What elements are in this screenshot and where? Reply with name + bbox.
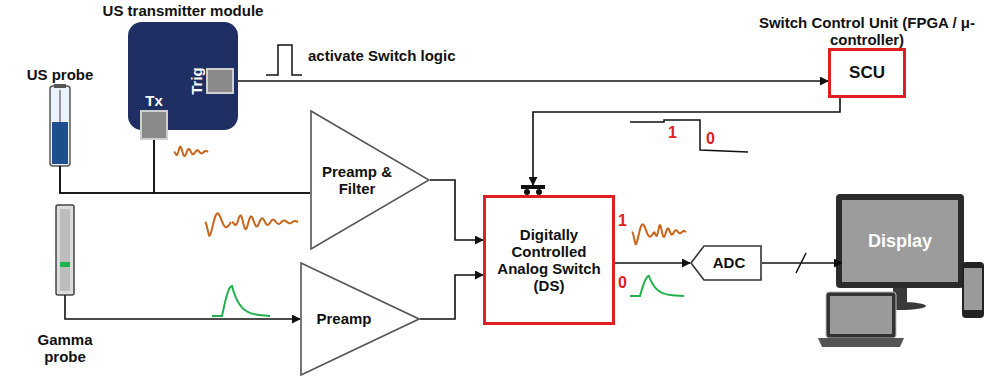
echo-wave-spike (205, 213, 231, 235)
node-label: Preamp (308, 310, 380, 327)
signal-wire (60, 140, 154, 193)
switch-out-us-spike (632, 224, 654, 244)
amplifier-symbol (311, 111, 429, 249)
node-heading: Gamma probe (20, 331, 110, 366)
node-heading: Tx (134, 92, 174, 109)
display-devices (818, 194, 984, 347)
signal-wire (154, 140, 310, 193)
state-number: 0 (618, 274, 627, 292)
display-screen: Display (842, 200, 958, 282)
analog-switch-box: Digitally Controlled Analog Switch (DS) (483, 195, 615, 325)
adc-symbol (691, 246, 761, 280)
signal-wire (615, 262, 690, 264)
amplifier-symbol (301, 263, 419, 375)
adc-block: ADC (690, 245, 762, 281)
tx-pulse-wave (174, 147, 208, 156)
node-label: Preamp & Filter (318, 163, 396, 198)
control-pulse (630, 120, 748, 152)
switch-out-gamma-wave (630, 276, 684, 296)
trigger-pulse (266, 45, 302, 75)
node-heading: US probe (10, 66, 110, 83)
node-label: Digitally Controlled Analog Switch (DS) (486, 222, 612, 299)
preamp-triangle: Preamp (300, 262, 420, 376)
gamma-probe-drawing (56, 205, 74, 295)
tx-port: Tx (140, 110, 168, 140)
signal-wire (234, 80, 828, 82)
gamma-probe: Gamma probe (56, 205, 74, 295)
node-heading: US transmitter module (73, 2, 293, 19)
preamp-filter-triangle: Preamp & Filter (310, 110, 430, 250)
switch-control-unit: Switch Control Unit (FPGA / μ-controller… (828, 48, 906, 98)
signal-wire (65, 295, 300, 319)
signal-wire (420, 275, 483, 319)
state-number: 1 (618, 212, 627, 230)
trig-port: Trig (206, 68, 234, 94)
signal-wire (60, 166, 310, 193)
edge-label: activate Switch logic (308, 47, 456, 64)
signal-wire (533, 98, 840, 185)
us-probe-drawing (50, 84, 70, 166)
echo-wave-burst (232, 215, 298, 229)
state-number: 0 (706, 130, 715, 148)
switch-button-symbol (521, 185, 545, 195)
node-label: SCU (831, 59, 903, 87)
switch-out-us-burst (654, 225, 686, 237)
transmitter-module: US transmitter moduleTxTrig (128, 22, 238, 130)
us-probe: US probe (48, 86, 72, 166)
signal-wire (762, 262, 842, 264)
gamma-pulse-wave (212, 286, 270, 316)
signal-wire (430, 180, 483, 240)
node-heading: Switch Control Unit (FPGA / μ-controller… (751, 14, 983, 49)
node-label: Display (842, 227, 958, 256)
state-number: 1 (668, 124, 677, 142)
node-label: Trig (188, 67, 205, 95)
node-label: ADC (690, 250, 762, 275)
